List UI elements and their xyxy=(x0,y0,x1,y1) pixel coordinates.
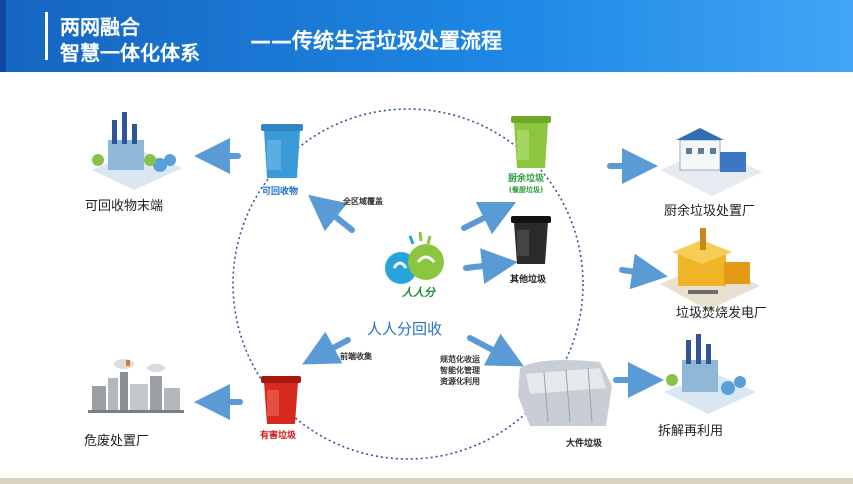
kitchen-plant-icon xyxy=(660,128,762,196)
incineration-plant-icon xyxy=(660,228,760,310)
hazardous-bin-label: 有害垃圾 xyxy=(260,431,297,441)
process-labels: 规范化收运 智能化管理 资源化利用 xyxy=(440,354,480,387)
kitchen-bin-label-line2: (餐厨垃圾) xyxy=(508,186,544,194)
recyclable-bin-label: 可回收物 xyxy=(262,187,299,197)
other-bin-label: 其他垃圾 xyxy=(510,275,547,285)
arrow-to-hazardous-bin xyxy=(302,331,351,365)
arrow-to-incineration xyxy=(619,253,668,290)
arrow-group xyxy=(194,138,668,420)
bulky-bin-label: 大件垃圾 xyxy=(566,439,603,449)
arrow-to-other-bin xyxy=(463,248,518,284)
header-title-line1: 两网融合 xyxy=(60,15,140,39)
center-label: 人人分回收 xyxy=(367,320,443,338)
recycling-facility-icon xyxy=(92,112,182,190)
arrow-to-bulky-bin xyxy=(467,333,524,367)
other-bin-icon xyxy=(511,216,551,264)
hazardous-plant-icon xyxy=(88,359,184,413)
recyclable-end-label: 可回收物末端 xyxy=(85,199,164,214)
process-label-1: 规范化收运 xyxy=(440,355,480,364)
footer-strip xyxy=(0,478,853,484)
incineration-plant-label: 垃圾焚烧发电厂 xyxy=(676,306,768,321)
header-title-line2: 智慧一体化体系 xyxy=(60,41,200,65)
coverage-label: 全区域覆盖 xyxy=(343,197,383,206)
header-banner: 两网融合 智慧一体化体系 ——传统生活垃圾处置流程 xyxy=(0,0,853,72)
kitchen-plant-label: 厨余垃圾处置厂 xyxy=(664,204,756,219)
arrow-to-kitchen-bin xyxy=(461,201,517,235)
kitchen-bin-label-line1: 厨余垃圾 xyxy=(508,174,545,184)
hazardous-bin-icon xyxy=(261,376,301,424)
arrow-to-recyclable-bin xyxy=(307,194,355,233)
process-label-3: 资源化利用 xyxy=(440,377,480,386)
front-collection-label: 前端收集 xyxy=(340,352,372,361)
hazardous-plant-label: 危废处置厂 xyxy=(84,434,150,449)
kitchen-bin-label: 厨余垃圾 (餐厨垃圾) xyxy=(508,174,544,196)
header-divider xyxy=(45,12,48,60)
process-label-2: 智能化管理 xyxy=(440,366,480,375)
renrenfen-logo-icon xyxy=(385,231,444,284)
bulky-container-icon xyxy=(518,360,612,426)
logo-text: 人人分 xyxy=(402,286,435,299)
header-subtitle: ——传统生活垃圾处置流程 xyxy=(250,29,502,53)
dismantle-label: 拆解再利用 xyxy=(658,424,724,439)
kitchen-bin-icon xyxy=(511,116,551,168)
dismantle-facility-icon xyxy=(664,334,756,414)
process-circle xyxy=(232,108,584,460)
header-stripe xyxy=(0,0,6,72)
recyclable-bin-icon xyxy=(261,124,303,178)
